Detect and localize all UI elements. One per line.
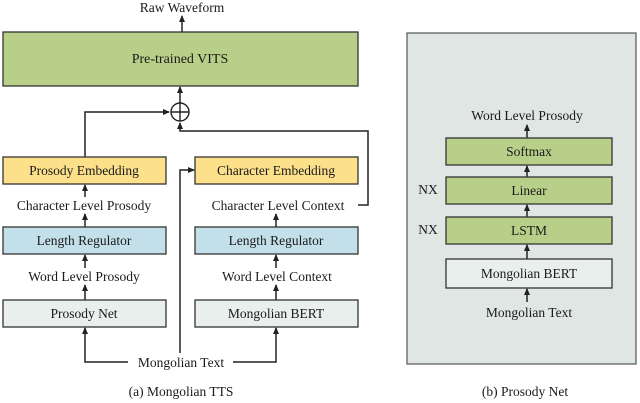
- mongolian-bert-right-block: Mongolian BERT: [445, 258, 613, 289]
- nx-lstm-label: NX: [418, 222, 438, 237]
- arrow-prosody-embedding-to-sum: [84, 109, 170, 157]
- length-regulator-right-block: Length Regulator: [194, 226, 359, 255]
- mongolian-bert-right-box: [445, 258, 613, 289]
- softmax-box: [445, 137, 613, 166]
- nx-linear-label: NX: [418, 182, 438, 197]
- word-level-prosody-output-label: Word Level Prosody: [471, 108, 583, 123]
- vits-label: Pre-trained VITS: [132, 52, 229, 67]
- char-level-prosody-label: Character Level Prosody: [17, 198, 151, 213]
- sum-node: [170, 102, 190, 122]
- length-regulator-right-box: [194, 226, 359, 255]
- arrow-char-context-to-sum: [177, 122, 369, 206]
- raw-waveform-label: Raw Waveform: [140, 0, 225, 15]
- character-embedding-box: [194, 156, 359, 185]
- softmax-label: Softmax: [506, 144, 552, 159]
- character-embedding-label: Character Embedding: [217, 163, 335, 178]
- caption-left: (a) Mongolian TTS: [129, 384, 234, 399]
- mongolian-bert-right-label: Mongolian BERT: [481, 266, 578, 281]
- linear-label: Linear: [511, 183, 547, 198]
- length-regulator-left-block: Length Regulator: [2, 226, 167, 255]
- character-embedding-block: Character Embedding: [194, 156, 359, 185]
- prosody-embedding-label: Prosody Embedding: [29, 163, 139, 178]
- lstm-box: [445, 216, 613, 245]
- prosody-embedding-block: Prosody Embedding: [2, 156, 167, 185]
- linear-block: Linear: [445, 176, 613, 205]
- caption-right: (b) Prosody Net: [482, 384, 568, 399]
- length-regulator-left-label: Length Regulator: [37, 233, 132, 248]
- prosody-net-block: Prosody Net: [2, 299, 167, 328]
- mongolian-text-right-label: Mongolian Text: [486, 305, 572, 320]
- char-level-context-label: Character Level Context: [212, 198, 345, 213]
- arrow-text-to-bert: [233, 327, 279, 363]
- mongolian-text-input-label: Mongolian Text: [138, 355, 224, 370]
- lstm-block: LSTM: [445, 216, 613, 245]
- arrow-text-to-prosody-net: [82, 327, 128, 363]
- mongolian-bert-left-block: Mongolian BERT: [194, 299, 359, 328]
- arrow-text-to-char-embedding: [179, 167, 195, 353]
- lstm-label: LSTM: [511, 223, 547, 238]
- word-level-prosody-label: Word Level Prosody: [28, 269, 140, 284]
- prosody-net-label: Prosody Net: [50, 306, 117, 321]
- softmax-block: Softmax: [445, 137, 613, 166]
- vits-block: Pre-trained VITS: [2, 31, 359, 87]
- mongolian-bert-label: Mongolian BERT: [228, 306, 325, 321]
- length-regulator-left-box: [2, 226, 167, 255]
- word-level-context-label: Word Level Context: [222, 269, 332, 284]
- length-regulator-right-label: Length Regulator: [229, 233, 324, 248]
